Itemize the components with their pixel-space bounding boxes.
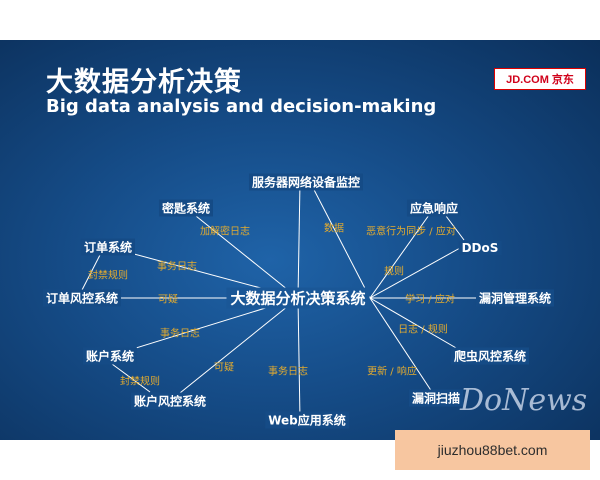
node-vuln-scan: 漏洞扫描	[408, 389, 464, 407]
line-hub-accountrisk	[169, 297, 299, 402]
line-right-crawler	[369, 297, 471, 357]
label-sync-respond: 恶意行为同步 / 应对	[366, 226, 456, 238]
line-right-ddos	[369, 247, 461, 299]
node-password-system: 密匙系统	[158, 199, 214, 217]
donews-watermark: DoNews	[460, 383, 588, 418]
line-right-server	[309, 181, 371, 299]
line-hub-server	[297, 181, 301, 299]
label-update-respond: 更新 / 响应	[367, 366, 417, 378]
label-log-rules: 日志 / 规则	[398, 324, 448, 336]
line-hub-web	[297, 297, 301, 421]
line-order-orderrisk	[81, 254, 101, 291]
line-account-accountrisk	[111, 363, 151, 393]
line-hub-password	[185, 207, 299, 299]
label-business-log-3: 事务日志	[268, 366, 308, 378]
slide-subtitle: Big data analysis and decision-making	[46, 96, 437, 117]
label-business-log-1: 事务日志	[157, 261, 197, 273]
node-emergency: 应急响应	[406, 199, 462, 217]
node-vuln-mgmt: 漏洞管理系统	[475, 289, 555, 307]
label-rules: 规则	[384, 266, 404, 278]
label-business-log-2: 事务日志	[160, 328, 200, 340]
node-center: 大数据分析决策系统	[226, 287, 370, 309]
line-right-emergency	[369, 207, 435, 299]
label-decrypt-log: 加解密日志	[200, 226, 250, 238]
jd-logo: JD.COM 京东	[494, 68, 586, 90]
node-account-risk: 账户风控系统	[130, 392, 210, 410]
slide-title: 大数据分析决策	[46, 67, 242, 98]
node-order-system: 订单系统	[80, 238, 136, 256]
node-web-system: Web应用系统	[265, 411, 349, 429]
slide: 大数据分析决策 Big data analysis and decision-m…	[0, 40, 600, 440]
line-emergency-ddos	[445, 215, 465, 241]
node-server-monitor: 服务器网络设备监控	[248, 173, 364, 191]
node-ddos: DDoS	[458, 241, 502, 255]
node-order-risk: 订单风控系统	[42, 289, 122, 307]
node-crawler-risk: 爬虫风控系统	[450, 347, 530, 365]
promo-banner[interactable]: jiuzhou88bet.com	[395, 430, 590, 470]
label-punish-rules-1: 封禁规则	[88, 270, 128, 282]
line-right-vulnscan	[369, 297, 437, 399]
label-punish-rules-2: 封禁规则	[120, 376, 160, 388]
label-suspicious-2: 可疑	[214, 362, 234, 374]
label-learn-respond: 学习 / 应对	[405, 294, 455, 306]
label-suspicious-1: 可疑	[158, 294, 178, 306]
node-account-system: 账户系统	[82, 347, 138, 365]
label-data: 数据	[324, 223, 344, 235]
